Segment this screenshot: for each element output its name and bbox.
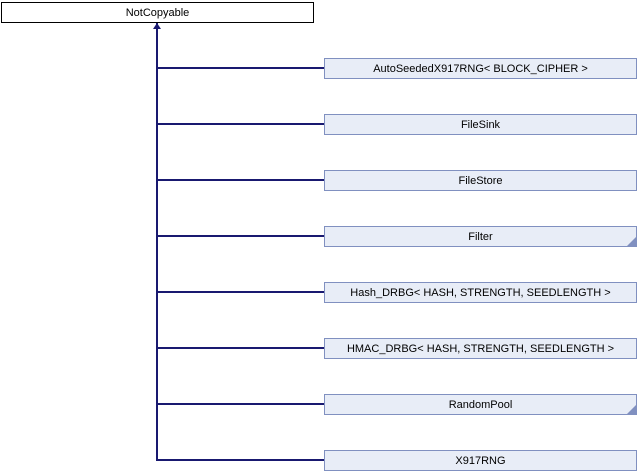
derived-class-node[interactable]: Filter	[324, 226, 637, 247]
inheritance-arrow-icon	[153, 23, 161, 29]
derived-class-node[interactable]: AutoSeededX917RNG< BLOCK_CIPHER >	[324, 58, 637, 79]
base-class-node[interactable]: NotCopyable	[1, 2, 314, 23]
inheritance-branch-line	[156, 235, 325, 237]
derived-class-label: X917RNG	[455, 454, 506, 467]
derived-class-node[interactable]: FileStore	[324, 170, 637, 191]
derived-class-node[interactable]: X917RNG	[324, 450, 637, 471]
derived-class-node[interactable]: FileSink	[324, 114, 637, 135]
derived-class-label: FileStore	[458, 174, 503, 187]
inheritance-branch-line	[156, 123, 325, 125]
derived-class-label: Filter	[468, 230, 493, 243]
derived-class-node[interactable]: RandomPool	[324, 394, 637, 415]
derived-class-label: HMAC_DRBG< HASH, STRENGTH, SEEDLENGTH >	[346, 342, 615, 355]
inheritance-trunk-line	[156, 23, 158, 461]
derived-class-label: Hash_DRBG< HASH, STRENGTH, SEEDLENGTH >	[350, 286, 611, 299]
derived-class-label: AutoSeededX917RNG< BLOCK_CIPHER >	[373, 62, 588, 75]
base-class-label: NotCopyable	[125, 6, 190, 19]
inheritance-branch-line	[156, 179, 325, 181]
inheritance-branch-line	[156, 291, 325, 293]
truncated-corner-marker-icon	[627, 405, 636, 414]
derived-class-label: RandomPool	[448, 398, 513, 411]
inheritance-branch-line	[156, 347, 325, 349]
inheritance-branch-line	[156, 403, 325, 405]
derived-class-node[interactable]: HMAC_DRBG< HASH, STRENGTH, SEEDLENGTH >	[324, 338, 637, 359]
truncated-corner-marker-icon	[627, 237, 636, 246]
inheritance-branch-line	[156, 67, 325, 69]
inheritance-branch-line	[156, 459, 325, 461]
derived-class-node[interactable]: Hash_DRBG< HASH, STRENGTH, SEEDLENGTH >	[324, 282, 637, 303]
derived-class-label: FileSink	[460, 118, 501, 131]
